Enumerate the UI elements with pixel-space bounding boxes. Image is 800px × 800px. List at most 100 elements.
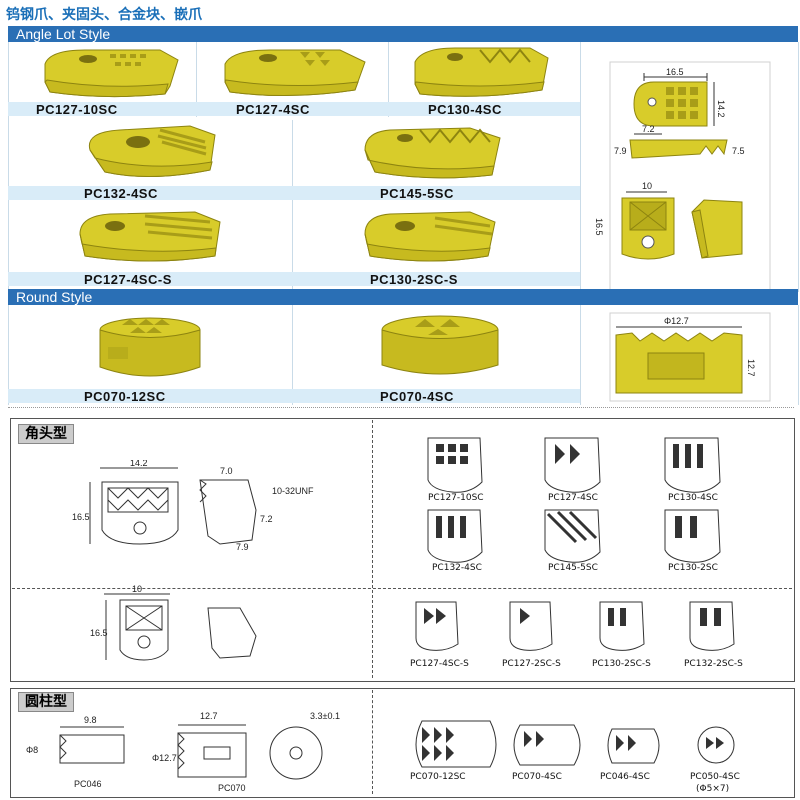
grid-line — [8, 42, 9, 292]
row3-label-strip — [8, 272, 580, 286]
divider — [372, 690, 373, 794]
dim-front-height: 16.5 — [594, 218, 604, 236]
dim-side-top: 7.0 — [220, 466, 233, 476]
angle-head-drawing: 14.2 16.5 7.0 10-32UNF 7.2 7.9 10 16.5 — [72, 460, 314, 661]
divider — [372, 420, 373, 678]
dim-w: 14.2 — [130, 460, 148, 468]
dim-h2: 16.5 — [90, 628, 108, 638]
dim-len: 9.8 — [84, 715, 97, 725]
product-photo — [88, 125, 216, 178]
angle-lot-band: Angle Lot Style — [8, 26, 798, 42]
part-icon — [599, 601, 645, 651]
part-label: PC130-2SC — [668, 563, 718, 573]
part-label: PC070-12SC — [410, 772, 466, 782]
grid-line — [798, 305, 799, 405]
product-label: PC127-4SC-S — [84, 272, 172, 287]
dim-top-width: 16.5 — [666, 67, 684, 77]
row2-label-strip — [8, 186, 580, 200]
part-label: PC070-4SC — [512, 772, 562, 782]
dim-thread: 10-32UNF — [272, 486, 314, 496]
section-angle-head-title: 角头型 — [18, 424, 74, 444]
dim-len2: 12.7 — [200, 711, 218, 721]
dim-round-height: 12.7 — [746, 359, 756, 377]
part-icon — [689, 601, 735, 651]
part-label: PC127-4SC-S — [410, 659, 469, 669]
section-cylinder-title: 圆柱型 — [18, 692, 74, 712]
dim-side-mid: 7.2 — [260, 514, 273, 524]
dim-top-hole: 7.2 — [642, 124, 655, 134]
product-photo — [99, 317, 201, 377]
section-cylinder — [10, 688, 795, 798]
part-icon — [415, 601, 459, 651]
spec-drawing-angle: 16.5 14.2 7.2 7.9 7.5 10 16.5 — [594, 61, 771, 291]
part-icon — [697, 726, 735, 764]
dim-side-right: 7.5 — [732, 146, 745, 156]
part-icon — [544, 437, 601, 493]
part-icon — [664, 509, 721, 563]
round-label-strip — [8, 389, 580, 403]
dim-side-left: 7.9 — [614, 146, 627, 156]
spec-drawing-round: Φ12.7 12.7 — [609, 312, 771, 402]
part-icon — [427, 437, 483, 493]
part-icon — [664, 437, 721, 493]
part-label: PC132-2SC-S — [684, 659, 743, 669]
angle-head-parts: PC127-10SC PC127-4SC PC130-4SC PC132-4SC… — [410, 437, 743, 669]
divider — [12, 588, 792, 589]
row1-label-strip — [8, 102, 580, 116]
product-label: PC127-10SC — [36, 102, 118, 117]
part-label: PC046 — [74, 779, 102, 789]
round-band: Round Style — [8, 289, 798, 305]
product-photo — [364, 211, 496, 262]
grid-line — [388, 42, 389, 117]
part-label: PC046-4SC — [600, 772, 650, 782]
row3-photos — [79, 211, 496, 262]
product-photo — [381, 315, 499, 375]
dim-top-height: 14.2 — [716, 100, 726, 118]
part-label-sub: (Φ5×7) — [696, 784, 729, 794]
product-label: PC070-4SC — [380, 389, 454, 404]
part-label: PC127-10SC — [428, 493, 484, 503]
part-label: PC145-5SC — [548, 563, 598, 573]
page-title: 钨钢爪、夹固头、合金块、嵌爪 — [6, 7, 202, 23]
section-angle-head — [10, 418, 795, 682]
product-photo — [224, 49, 366, 97]
grid-line — [292, 120, 293, 292]
grid-line — [580, 305, 581, 405]
part-icon — [544, 509, 601, 563]
product-photo — [414, 47, 549, 97]
product-photo — [364, 127, 501, 179]
product-label: PC130-2SC-S — [370, 272, 458, 287]
part-icon — [509, 601, 553, 651]
product-photo — [44, 49, 179, 98]
round-band-label: Round Style — [16, 289, 93, 305]
grid-line — [798, 42, 799, 292]
dim-dia: Φ8 — [26, 745, 38, 755]
round-photos — [99, 315, 499, 377]
grid-line — [196, 42, 197, 117]
grid-line — [292, 305, 293, 405]
part-label: PC132-4SC — [432, 563, 482, 573]
dim-h: 16.5 — [72, 512, 90, 522]
part-label: PC070 — [218, 783, 246, 793]
product-label: PC070-12SC — [84, 389, 166, 404]
dim-w2: 10 — [132, 584, 142, 594]
cylinder-drawing: 9.8 Φ8 PC046 12.7 Φ12.7 PC070 3.3±0.1 — [26, 711, 340, 793]
angle-lot-band-label: Angle Lot Style — [16, 26, 111, 42]
part-icon — [607, 728, 660, 764]
product-label: PC145-5SC — [380, 186, 454, 201]
part-label: PC050-4SC — [690, 772, 740, 782]
dim-hole: 3.3±0.1 — [310, 711, 340, 721]
part-icon — [513, 724, 581, 766]
cylinder-parts: PC070-12SC PC070-4SC PC046-4SC PC050-4SC… — [410, 720, 740, 794]
divider — [8, 407, 794, 408]
part-label: PC130-4SC — [668, 493, 718, 503]
row1-photos — [44, 47, 549, 98]
grid-line — [8, 305, 9, 405]
dim-round-dia: Φ12.7 — [664, 316, 689, 326]
part-icon — [427, 509, 483, 563]
dim-dia2: Φ12.7 — [152, 753, 177, 763]
product-label: PC130-4SC — [428, 102, 502, 117]
product-label: PC132-4SC — [84, 186, 158, 201]
product-photo — [79, 211, 221, 262]
grid-line — [580, 42, 581, 292]
